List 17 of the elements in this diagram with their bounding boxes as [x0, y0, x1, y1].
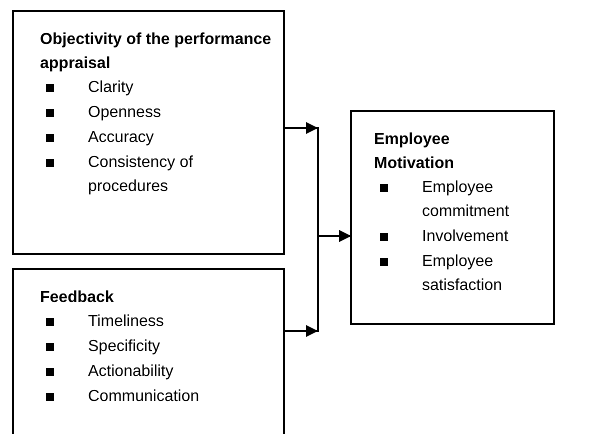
list-item: Employee satisfaction [422, 252, 504, 296]
list-item: Timeliness [88, 312, 165, 332]
list-item: Communication [88, 387, 200, 407]
list-item: Specificity [88, 337, 162, 357]
box-heading: Objectivity of the performance appraisal [40, 30, 272, 74]
framework-box [12, 10, 285, 255]
framework-box [12, 268, 285, 434]
list-item: Consistency of procedures [88, 153, 194, 197]
list-item: Actionability [88, 362, 174, 382]
list-item: Accuracy [88, 128, 155, 148]
list-item: Openness [88, 103, 162, 123]
list-item: Involvement [422, 227, 510, 247]
framework-box [350, 110, 555, 325]
box-heading: Employee Motivation [374, 130, 455, 174]
box-heading: Feedback [40, 288, 115, 308]
list-item: Clarity [88, 78, 134, 98]
list-item: Employee commitment [422, 178, 510, 222]
